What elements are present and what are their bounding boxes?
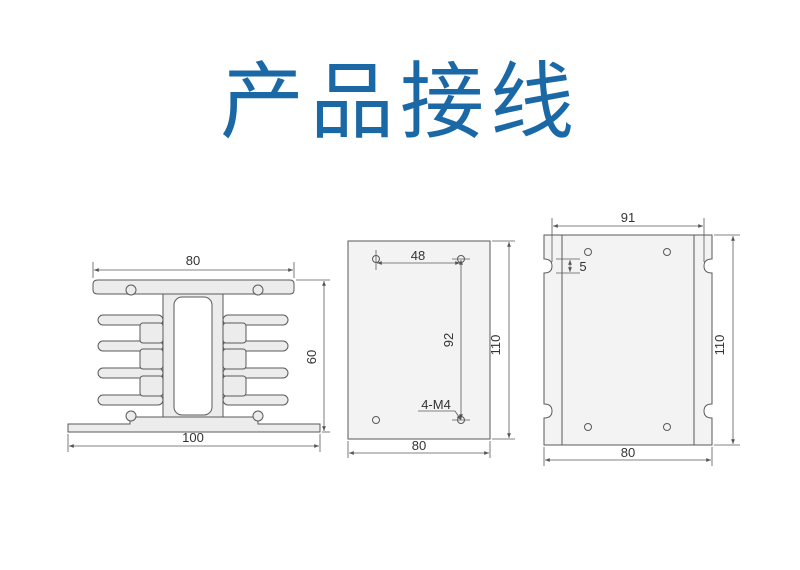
fin-left-4 [97, 394, 164, 406]
center-slot [173, 296, 213, 416]
back-plate-dimensions [543, 218, 740, 466]
fin-block-left-2 [139, 348, 164, 370]
mount-hole-bottom-left [372, 416, 380, 424]
hole-spec-label: 4-M4 [421, 397, 451, 412]
back-plate [543, 234, 713, 446]
back-width-label: 80 [621, 445, 635, 460]
back-hole-top-right [663, 248, 671, 256]
heatsink-profile [67, 279, 321, 433]
fin-block-right-2 [222, 348, 247, 370]
back-slot-label: 5 [579, 259, 586, 274]
top-notch-right [252, 284, 264, 296]
fin-block-right-3 [222, 375, 247, 397]
hole-spacing-label: 48 [411, 248, 425, 263]
mounting-plate-body [347, 240, 491, 440]
vertical-spacing-label: 92 [441, 333, 456, 347]
heatsink-height-label: 60 [304, 350, 319, 364]
back-height-label: 110 [712, 335, 727, 356]
heatsink-top-bar [92, 279, 295, 295]
fin-block-left-1 [139, 322, 164, 344]
plate-height-label: 110 [488, 335, 503, 356]
base-notch-right [252, 410, 264, 422]
top-notch-left [125, 284, 137, 296]
back-top-label: 91 [621, 210, 635, 225]
heatsink-base-label: 100 [182, 430, 204, 445]
heatsink-width-label: 80 [186, 253, 200, 268]
fin-right-4 [222, 394, 289, 406]
back-hole-top-left [584, 248, 592, 256]
mounting-plate [347, 240, 491, 440]
heatsink-dimensions [67, 262, 330, 452]
back-hole-bottom-right [663, 423, 671, 431]
fin-block-right-1 [222, 322, 247, 344]
base-notch-left [125, 410, 137, 422]
mounting-plate-dimensions [347, 240, 515, 458]
fin-block-left-3 [139, 375, 164, 397]
page-title: 产品接线 [219, 53, 580, 151]
back-plate-body [543, 234, 713, 446]
plate-width-label: 80 [412, 438, 426, 453]
back-hole-bottom-left [584, 423, 592, 431]
